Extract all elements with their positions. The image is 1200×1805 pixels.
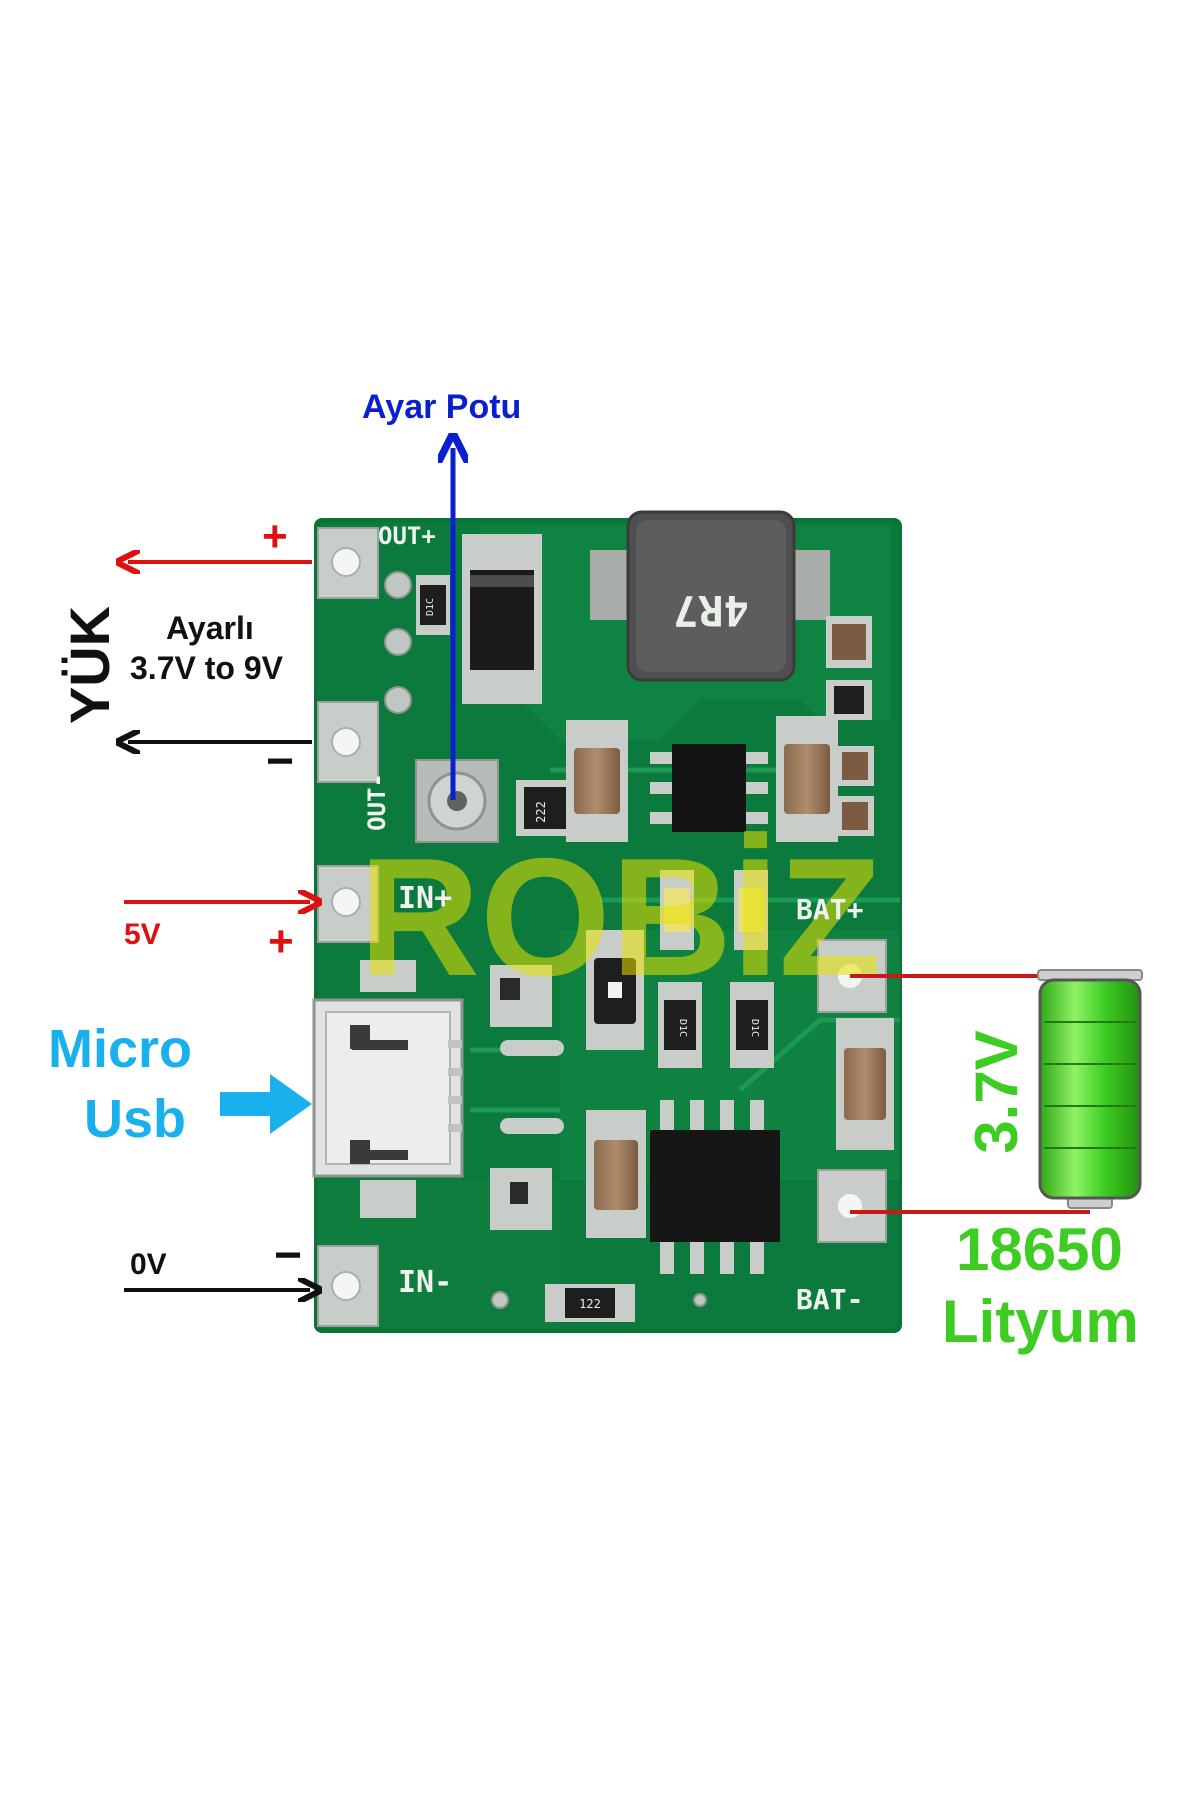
diode-2 xyxy=(658,982,702,1068)
capacitor-5 xyxy=(586,930,644,1050)
inductor-marking: 4R7 xyxy=(673,586,749,635)
in-plus-sign: + xyxy=(268,917,294,966)
out-minus-sign: − xyxy=(266,735,295,788)
micro-label: Micro xyxy=(48,1019,193,1079)
diode-3 xyxy=(730,982,774,1068)
usb-arrow xyxy=(220,1074,312,1134)
out-plus-sign: + xyxy=(262,512,288,561)
usb-label: Usb xyxy=(84,1089,187,1149)
charger-ic xyxy=(650,1100,780,1274)
led-2 xyxy=(734,870,768,950)
battery-voltage-label: 3.7V xyxy=(963,1030,1030,1154)
resistor-222-marking: 222 xyxy=(534,801,548,823)
out-minus-pad xyxy=(317,701,379,783)
led-1 xyxy=(660,870,694,950)
diode-1-marking: D1C xyxy=(425,598,436,616)
pcb-in-minus: IN- xyxy=(398,1265,453,1300)
diode-3-marking: D1C xyxy=(749,1019,760,1037)
in-minus-pad xyxy=(317,1245,379,1327)
in-voltage-label: 5V xyxy=(124,918,161,951)
battery-type-label: 18650 xyxy=(956,1216,1123,1283)
adjustable-label: Ayarlı xyxy=(166,610,254,646)
in-plus-pad xyxy=(317,865,379,943)
pcb-out-plus: OUT+ xyxy=(378,522,436,550)
diode-2-marking: D1C xyxy=(677,1019,688,1037)
capacitor-3 xyxy=(836,1018,894,1150)
diode-1 xyxy=(416,575,450,635)
inductor xyxy=(590,510,830,682)
battery-chem-label: Lityum xyxy=(942,1288,1139,1355)
bat-minus-pad xyxy=(817,1169,887,1243)
zero-volt-label: 0V xyxy=(130,1248,167,1281)
in-minus-sign: − xyxy=(274,1229,303,1282)
schottky-diode xyxy=(462,534,542,704)
smd-column xyxy=(826,616,874,836)
boost-ic xyxy=(650,744,768,832)
vias xyxy=(384,571,707,1309)
pcb-in-plus: IN+ xyxy=(398,881,453,916)
capacitor-2 xyxy=(776,716,838,842)
resistor-122-marking: 122 xyxy=(579,1297,601,1311)
pcb-bat-plus: BAT+ xyxy=(796,893,864,926)
resistor-222 xyxy=(516,780,574,836)
battery-icon xyxy=(1037,969,1143,1209)
watermark: ROBİZ xyxy=(359,823,882,1011)
micro-usb-connector xyxy=(312,998,464,1178)
capacitor-4 xyxy=(586,1110,646,1238)
load-label: YÜK xyxy=(58,605,121,725)
capacitor-1 xyxy=(566,720,628,842)
pcb-bat-minus: BAT- xyxy=(796,1283,864,1316)
pot-label: Ayar Potu xyxy=(362,388,522,426)
range-label: 3.7V to 9V xyxy=(130,650,283,686)
pcb-out-minus: OUT- xyxy=(362,773,391,831)
out-plus-pad xyxy=(317,527,379,599)
resistor-122 xyxy=(545,1284,635,1322)
misc-pads xyxy=(360,960,564,1230)
